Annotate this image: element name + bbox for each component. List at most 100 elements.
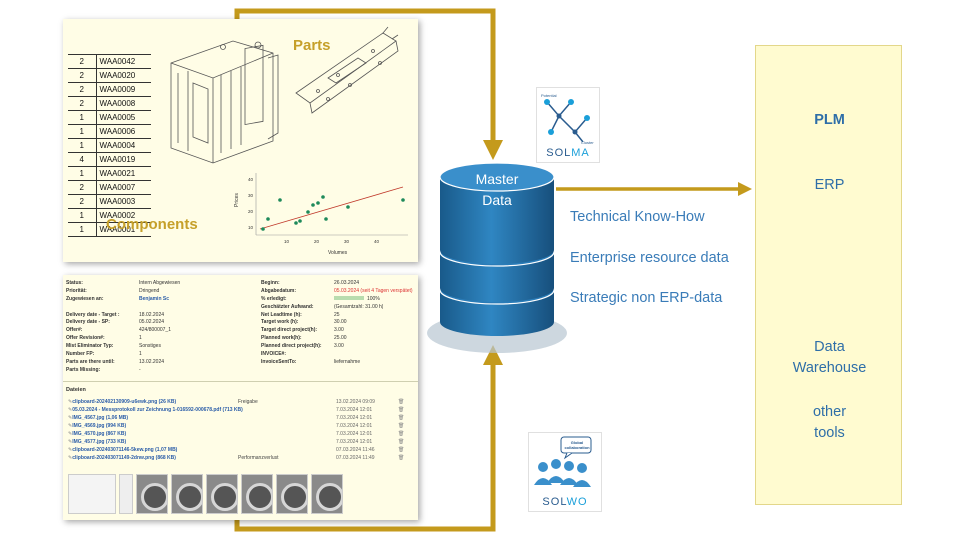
people-icon: [534, 436, 592, 487]
field-key: Offer#:: [66, 327, 83, 334]
thumbnail[interactable]: [136, 474, 168, 514]
field-value: 25: [334, 311, 340, 318]
file-row: ✎ IMG_4569.jpg (994 KB)7.03.2024 12:01🗑: [68, 422, 413, 430]
file-row: ✎ IMG_4577.jpg (733 KB)7.03.2024 12:01🗑: [68, 438, 413, 446]
thumbnail[interactable]: [206, 474, 238, 514]
file-link[interactable]: IMG_4567.jpg (1,06 MB): [72, 415, 129, 421]
field-key: Mist Eliminator Typ:: [66, 343, 114, 350]
ticket-field: Net Leadtime (h):25: [261, 312, 417, 320]
file-link[interactable]: 05.03.2024 - Messprotokoll zur Zeichnung…: [72, 407, 243, 413]
field-value: 100%: [367, 295, 380, 302]
db-title-line1: Master: [475, 171, 519, 187]
field-value: 05.02.2024: [139, 319, 165, 326]
scatter-point: [316, 201, 320, 205]
scatter-xtick-4: 40: [374, 239, 380, 244]
systems-box: PLM ERP Data Warehouse other tools: [755, 45, 902, 505]
system-data: Data: [814, 339, 845, 355]
ticket-field: Status:Intern Abgewiesen: [66, 280, 246, 288]
attachment-icon: ✎: [68, 431, 73, 437]
file-link[interactable]: clipboard-202402130909-u6ewk.png (26 KB): [72, 399, 177, 405]
solma-logo: Potential Cluster SOLMA: [536, 87, 600, 163]
thumbnail[interactable]: [276, 474, 308, 514]
field-key: Abgabedatum:: [261, 287, 296, 294]
file-link[interactable]: IMG_4570.jpg (867 KB): [72, 431, 127, 437]
thumbnail[interactable]: [241, 474, 273, 514]
ticket-field: Delivery date - SP:05.02.2024: [66, 319, 246, 327]
field-value: Intern Abgewiesen: [139, 280, 181, 286]
field-value[interactable]: Benjamin Sc: [139, 295, 170, 302]
delete-icon[interactable]: 🗑: [398, 407, 405, 413]
db-title-line2: Data: [482, 192, 512, 208]
thumbnail[interactable]: [68, 474, 116, 514]
field-value: (Gesamtzahl: 31.00 h): [334, 303, 384, 310]
part-qty: 2: [68, 194, 97, 209]
delete-icon[interactable]: 🗑: [398, 423, 405, 429]
delete-icon[interactable]: 🗑: [398, 399, 405, 405]
files-heading: Dateien: [66, 387, 86, 393]
file-link[interactable]: IMG_4569.jpg (994 KB): [72, 423, 127, 429]
part-number: WAA0042: [96, 54, 151, 69]
ticket-field: Beginn:26.03.2024: [261, 280, 417, 288]
field-value: 1: [139, 335, 142, 342]
field-key: Delivery date - Target :: [66, 311, 120, 318]
thumbnail[interactable]: [171, 474, 203, 514]
field-value: 30.00: [334, 319, 347, 326]
field-key: Parts Missing:: [66, 366, 101, 373]
scatter-xtick-2: 20: [314, 239, 320, 244]
attachment-icon: ✎: [68, 415, 73, 421]
file-link[interactable]: IMG_4577.jpg (733 KB): [72, 439, 127, 445]
field-value: Sonstiges: [139, 343, 161, 350]
attachment-icon: ✎: [68, 455, 73, 461]
file-tag: Performanzverlust: [238, 455, 279, 461]
ticket-field: Number FP:1: [66, 351, 246, 359]
part-qty: 2: [68, 54, 97, 69]
part-qty: 1: [68, 222, 97, 237]
field-key: Number FP:: [66, 351, 95, 358]
thumbnail-strip: [68, 474, 343, 514]
solma-tag-potential: Potential: [541, 93, 557, 98]
divider: [63, 381, 418, 382]
file-row: ✎ clipboard-202402130909-u6ewk.png (26 K…: [68, 398, 413, 406]
thumbnail[interactable]: [311, 474, 343, 514]
part-qty: 1: [68, 208, 97, 223]
solma-wordmark: SOLMA: [546, 147, 590, 159]
field-key: Geschätzter Aufwand:: [261, 303, 314, 310]
ticket-field: Offer#:424/800007_1: [66, 327, 246, 335]
file-link[interactable]: clipboard-202403071149-2dnw.png (868 KB): [72, 455, 176, 461]
part-qty: 2: [68, 180, 97, 195]
scatter-point: [321, 195, 325, 199]
delete-icon[interactable]: 🗑: [398, 415, 405, 421]
file-row: ✎ clipboard-202403071149-2dnw.png (868 K…: [68, 454, 413, 462]
ticket-field: Planned direct project(h):3.00: [261, 343, 417, 351]
delete-icon[interactable]: 🗑: [398, 431, 405, 437]
thumbnail[interactable]: [119, 474, 133, 514]
file-date: 7.03.2024 12:01: [336, 415, 373, 421]
ticket-field: [66, 304, 246, 312]
delete-icon[interactable]: 🗑: [398, 455, 405, 461]
delete-icon[interactable]: 🗑: [398, 447, 405, 453]
ticket-field: Delivery date - Target :18.02.2024: [66, 312, 246, 320]
delete-icon[interactable]: 🗑: [398, 439, 405, 445]
part-qty: 2: [68, 96, 97, 111]
field-value: 3.00: [334, 327, 344, 334]
file-date: 13.02.2024 09:09: [336, 399, 375, 405]
part-number: WAA0005: [96, 110, 151, 125]
file-link[interactable]: clipboard-202403071146-5kew.png (1,07 MB…: [72, 447, 178, 453]
attachment-icon: ✎: [68, 399, 73, 405]
part-qty: 1: [68, 124, 97, 139]
field-value: Dringend: [139, 287, 160, 294]
part-number: WAA0009: [96, 82, 151, 97]
file-row: ✎ clipboard-202403071146-5kew.png (1,07 …: [68, 446, 413, 454]
field-key: Planned direct project(h):: [261, 343, 322, 350]
